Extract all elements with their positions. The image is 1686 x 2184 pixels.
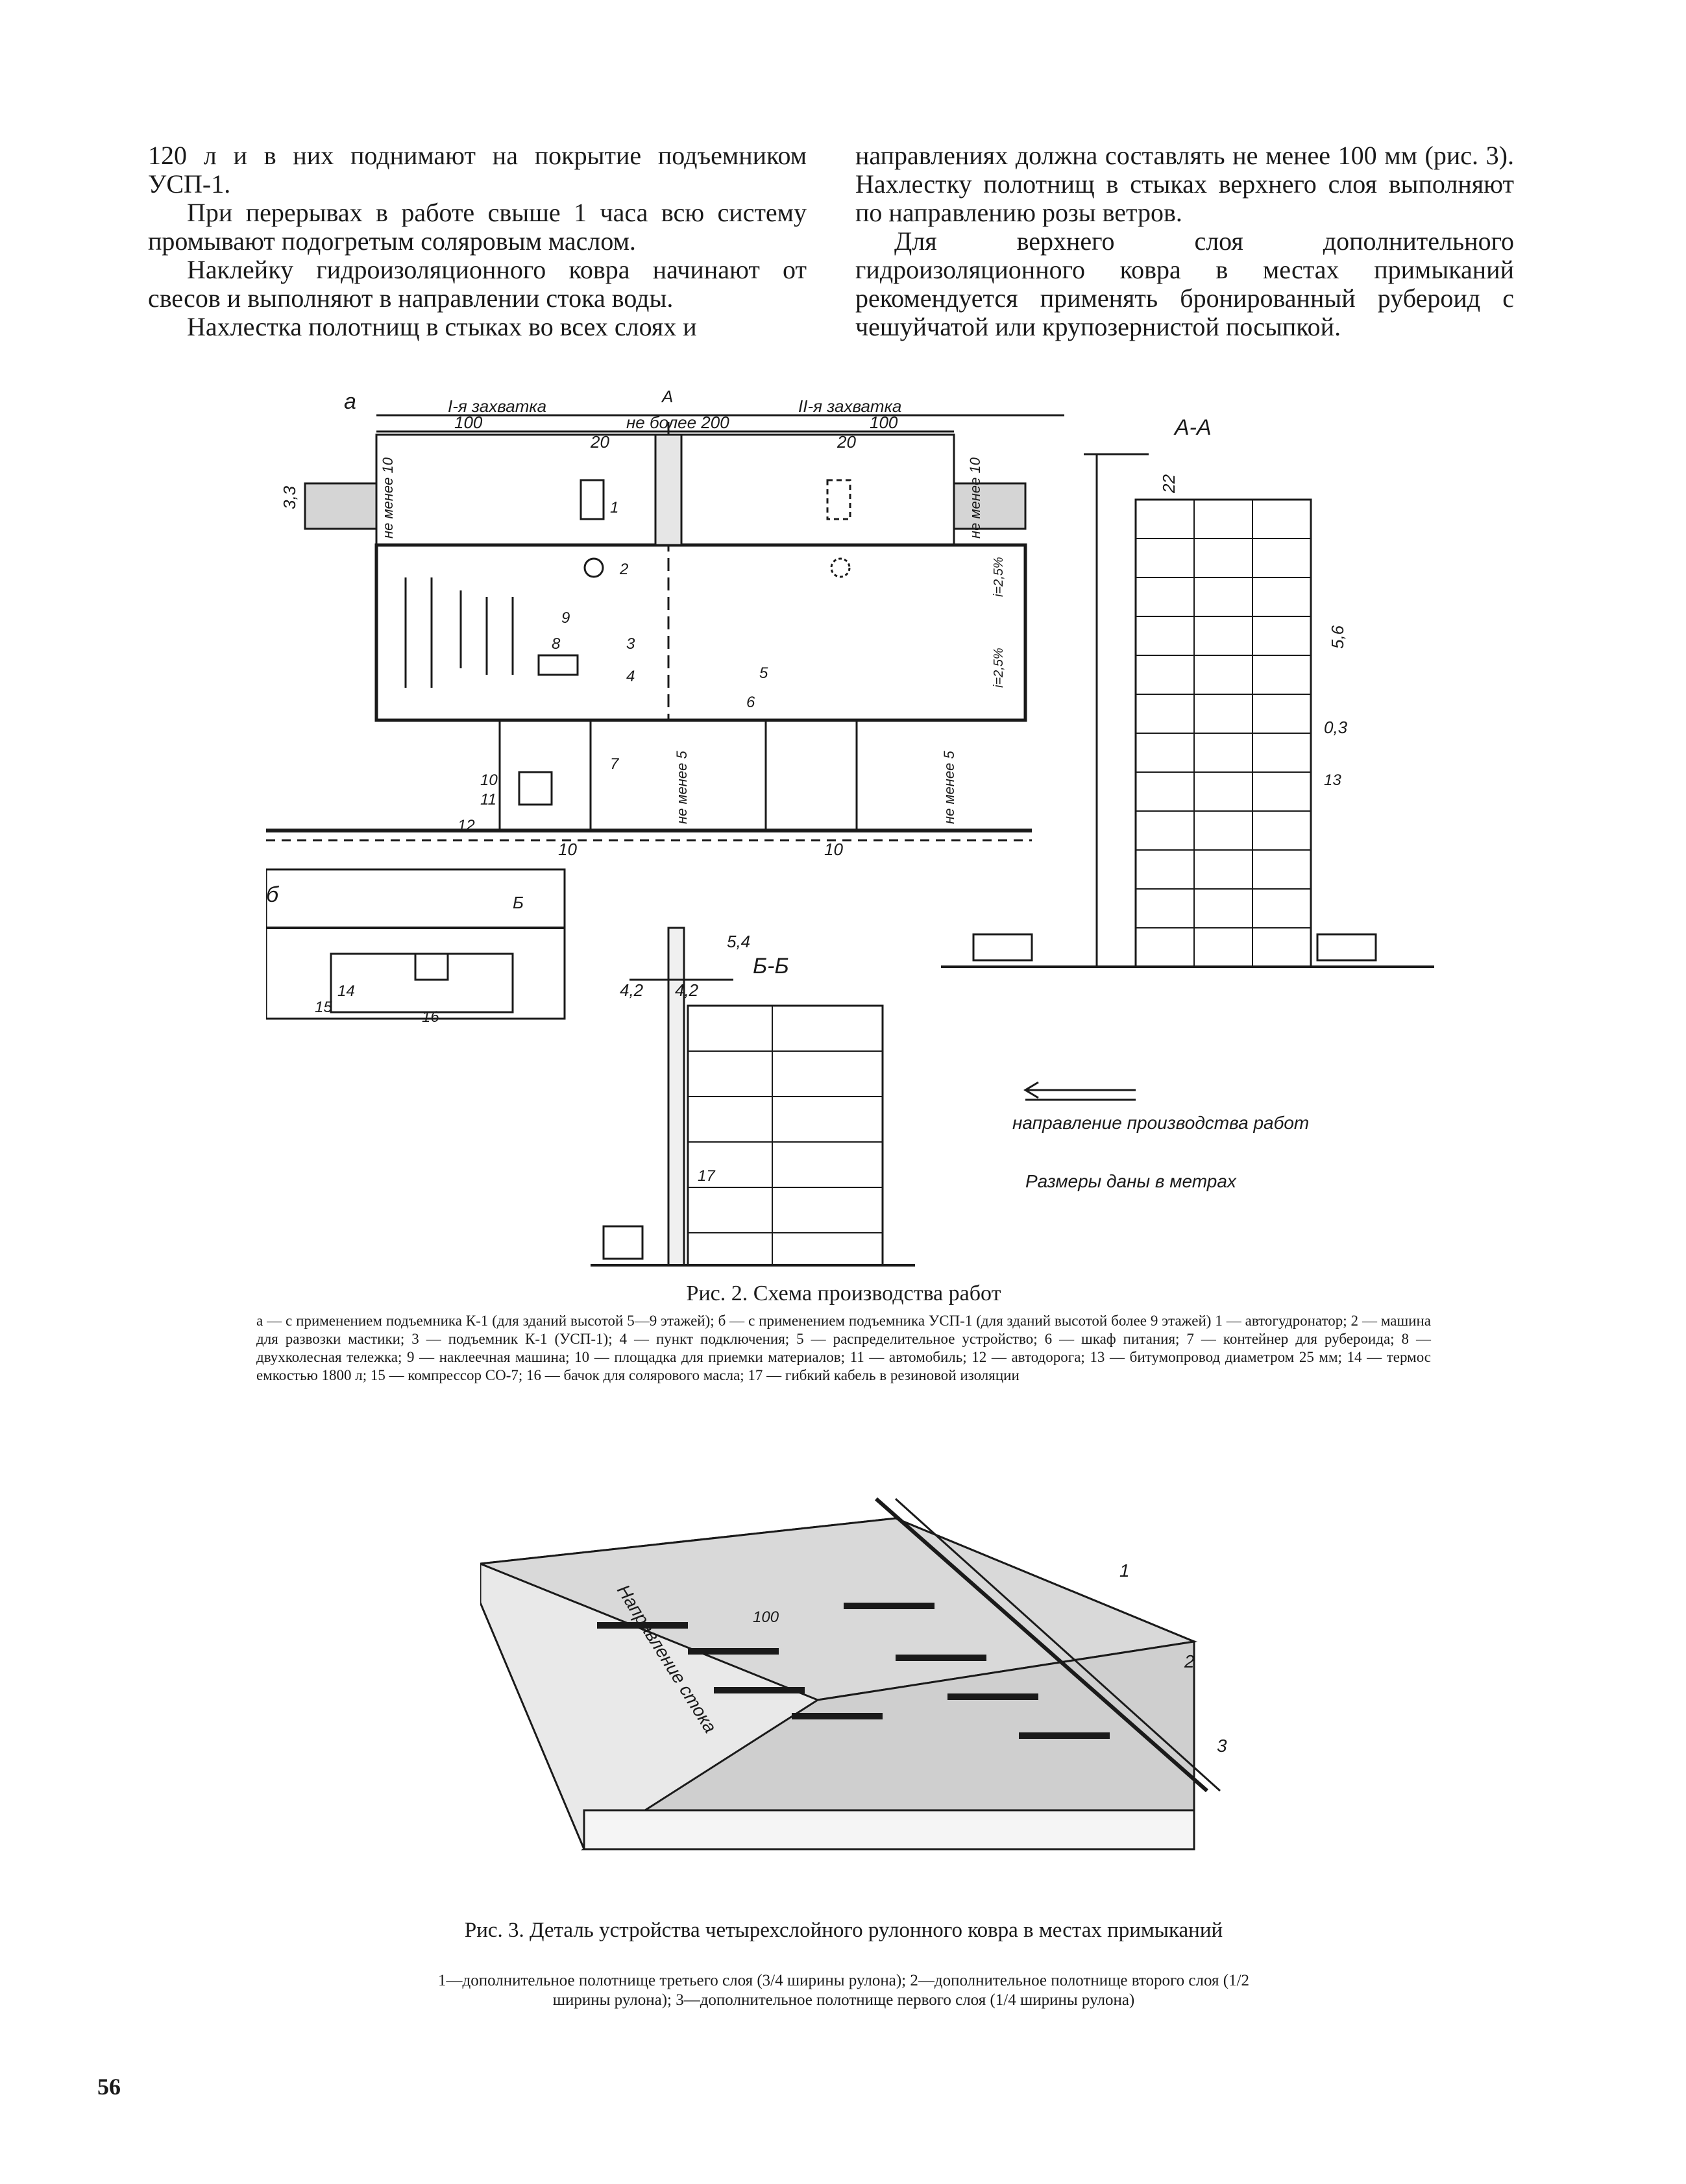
callout: 7 — [610, 755, 620, 773]
callout: 1 — [610, 499, 618, 516]
section-aa-label: А-А — [1173, 415, 1212, 440]
dim-label: 5,6 — [1328, 625, 1347, 649]
callout: 12 — [458, 817, 475, 834]
dim-label: 20 — [590, 432, 609, 452]
part-b-label: б — [266, 882, 280, 907]
callout: 3 — [626, 635, 635, 653]
dim-label: 20 — [837, 432, 856, 452]
overlap-dim: 100 — [753, 1608, 779, 1626]
callout: 11 — [480, 791, 496, 808]
cut-b-label: Б — [513, 893, 524, 912]
cut-a-label: А — [661, 387, 673, 406]
paragraph: При перерывах в работе свыше 1 часа всю … — [148, 198, 807, 256]
figure-2-work-scheme: а б А-А Б-Б А Б I-я захватка II-я захват… — [266, 387, 1434, 1267]
dim-label: i=2,5% — [992, 648, 1006, 688]
units-note: Размеры даны в метрах — [1025, 1171, 1237, 1191]
dim-label: не более 200 — [626, 413, 729, 432]
callout: 2 — [619, 561, 628, 578]
figure-3-roof-detail: Направление стока 100 1 2 3 — [480, 1497, 1227, 1850]
dim-label: 22 — [1159, 474, 1179, 494]
callout: 16 — [422, 1008, 439, 1026]
paragraph: Наклейку гидроизоляционного ковра начина… — [148, 255, 807, 313]
dim-label: 0,3 — [1324, 718, 1348, 737]
dim-label: не менее 10 — [380, 457, 396, 539]
callout: 9 — [561, 609, 570, 627]
part-a-label: а — [344, 389, 356, 414]
stage1-label: I-я захватка — [448, 396, 546, 416]
callout: 8 — [552, 635, 561, 653]
dim-label: не менее 5 — [674, 751, 690, 824]
dim-label: 10 — [558, 840, 577, 859]
dim-label: не менее 10 — [967, 457, 983, 539]
dim-label: 3,3 — [280, 485, 299, 509]
dim-label: i=2,5% — [992, 557, 1006, 597]
callout: 17 — [698, 1167, 716, 1185]
callout: 4 — [626, 668, 635, 685]
callout: 5 — [759, 664, 768, 682]
dim-label: 4,2 — [620, 980, 644, 1000]
dim-label: 10 — [824, 840, 843, 859]
callout: 15 — [315, 999, 332, 1016]
dim-label: 100 — [454, 413, 483, 432]
callout: 3 — [1217, 1736, 1227, 1756]
page-number: 56 — [97, 2074, 121, 2100]
dim-label: 100 — [870, 413, 898, 432]
figure-2-legend: а — с применением подъемника К-1 (для зд… — [256, 1313, 1431, 1383]
paragraph: Для верхнего слоя дополнительного гидрои… — [855, 226, 1514, 341]
section-bb-building — [687, 1004, 884, 1267]
dim-label: 4,2 — [675, 980, 699, 1000]
figure-3-title: Рис. 3. Деталь устройства четырехслойног… — [464, 1919, 1223, 1942]
paragraph: Нахлестка полотнищ в стыках во всех слоя… — [187, 312, 697, 341]
callout: 1 — [1119, 1560, 1130, 1581]
figure-3-legend: 1—дополнительное полотнище третьего слоя… — [437, 1972, 1250, 2009]
stage2-label: II-я захватка — [798, 396, 901, 416]
dim-label: 5,4 — [727, 932, 750, 951]
dim-label: не менее 5 — [941, 751, 957, 824]
figure-2-title: Рис. 2. Схема производства работ — [686, 1281, 1001, 1305]
paragraph: 120 л и в них поднимают на покрытие подъ… — [148, 141, 807, 199]
callout: 13 — [1324, 771, 1341, 789]
callout: 14 — [337, 982, 355, 1000]
paragraph: направлениях должна составлять не менее … — [855, 141, 1514, 227]
callout: 6 — [746, 694, 755, 711]
direction-legend-text: направление производства работ — [1012, 1113, 1309, 1133]
plan-a-building — [374, 543, 1027, 722]
callout: 10 — [480, 771, 498, 789]
callout: 2 — [1184, 1651, 1195, 1671]
section-bb-label: Б-Б — [753, 954, 789, 978]
text-column-left: 120 л и в них поднимают на покрытие подъ… — [148, 141, 807, 341]
text-column-right: направлениях должна составлять не менее … — [855, 141, 1514, 341]
